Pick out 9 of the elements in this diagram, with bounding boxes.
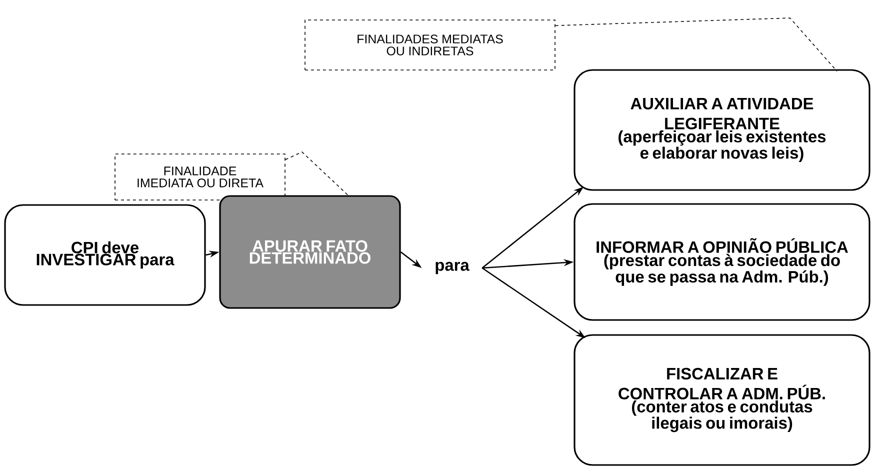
leader-line [285,152,348,196]
process-box: INFORMAR A OPINIÃO PÚBLICA (prestar contas à sociedade do que se passa na Adm. Púb.) [574,203,870,321]
highlighted-box: APURAR FATO DETERMINADO [219,195,401,309]
leader-line [555,18,838,72]
note-box: FINALIDADES MEDIATAS OU INDIRETAS [304,20,556,70]
process-box: CPI deve INVESTIGAR para [4,204,206,306]
process-box: FISCALIZAR E CONTROLAR A ADM. PÚB. (conter atos e condutas ilegais ou imorais) [574,334,870,466]
process-box: AUXILIAR A ATIVIDADE LEGIFERANTE (aperfeiçoar leis existentes e elaborar novas leis) [574,69,870,191]
connector-text: para [436,262,470,274]
